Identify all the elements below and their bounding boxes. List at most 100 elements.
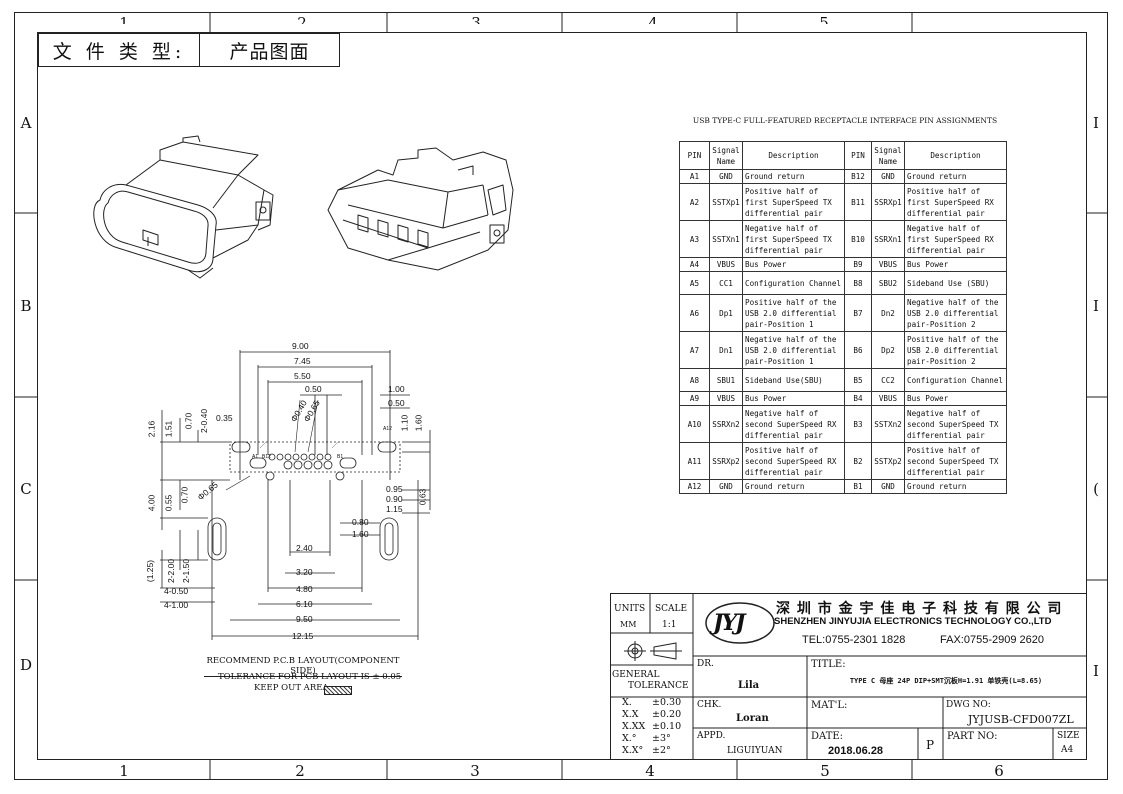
company-name-en: SHENZHEN JINYUJIA ELECTRONICS TECHNOLOGY… [774,616,1052,627]
zone-bottom-1: 1 [119,762,129,780]
cell-signal-a: VBUS [709,391,743,406]
tolerance-format: X.XX [622,721,646,732]
zone-bottom-4: 4 [645,762,655,780]
dim-0-90: 0.90 [386,494,403,504]
cell-description-b: Sideband Use (SBU) [904,271,1007,295]
dim-4-1-00: 4-1.00 [164,600,189,610]
company-tel: TEL:0755-2301 1828 [802,634,906,646]
cell-description-a: Negative half of first SuperSpeed TX dif… [742,220,845,258]
drawing-number-value: JYJUSB-CFD007ZL [968,713,1074,726]
cell-signal-b: SSTXp2 [871,442,905,480]
scale-label: SCALE [655,604,688,614]
header-pin-a: PIN [679,141,710,170]
header-description-b: Description [904,141,1007,170]
cell-pin-a: A10 [679,405,710,443]
tolerance-format: X.° [622,733,637,744]
cell-pin-b: B8 [844,271,872,295]
zone-top-5: 5 [819,14,829,24]
units-label: UNITS [614,604,646,614]
cell-pin-a: A6 [679,294,710,332]
cell-pin-b: B10 [844,220,872,258]
title-value: TYPE C 母座 24P DIP+SMT沉板H=1.91 单铁壳(L=8.65… [849,677,1043,685]
cell-signal-a: Dn1 [709,331,743,369]
zone-right-a: I [1093,114,1099,132]
zone-left-a: A [20,114,32,132]
dim-1-15: 1.15 [386,504,403,514]
size-value: A4 [1061,745,1074,755]
cell-signal-b: SSRXp1 [871,183,905,221]
cell-signal-b: GND [871,169,905,184]
company-fax: FAX:0755-2909 2620 [940,634,1044,646]
cell-description-a: Positive half of the USB 2.0 differentia… [742,294,845,332]
zone-bottom-3: 3 [470,762,480,780]
tolerance-value: ±3° [652,733,671,744]
cell-pin-a: A5 [679,271,710,295]
tolerance-row: X.±0.30 [622,697,681,709]
checked-by-label: CHK. [697,700,722,710]
zone-left-b: B [20,297,32,315]
dim-9-50: 9.50 [296,614,313,624]
dim-4-0-50: 4-0.50 [164,586,189,596]
tolerance-value: ±2° [652,745,671,756]
cell-signal-a: SSRXn2 [709,405,743,443]
title-label: TITLE: [811,659,846,670]
keepout-hatch-swatch [324,686,352,695]
drawing-outer-frame [14,12,1108,780]
cell-signal-a: VBUS [709,257,743,272]
cell-signal-a: SSRXp2 [709,442,743,480]
part-number-label: PART NO: [947,731,998,742]
cell-description-b: Bus Power [904,391,1007,406]
cell-signal-a: GND [709,479,743,494]
dim-1-51: 1.51 [163,420,174,438]
connector-isometric-views [93,135,514,279]
cell-description-a: Negative half of the USB 2.0 differentia… [742,331,845,369]
zone-right-d: I [1093,662,1099,680]
cell-pin-b: B12 [844,169,872,184]
pad-label-a1: A1 [252,454,259,460]
tolerance-format: X.X [622,709,639,720]
cell-pin-a: A8 [679,368,710,392]
pad-label-b1: B1 [337,454,344,460]
dim-9-00: 9.00 [292,341,309,351]
cell-signal-b: Dn2 [871,294,905,332]
date-label: DATE: [811,731,844,742]
cell-pin-a: A2 [679,183,710,221]
company-name-cn: 深 圳 市 金 宇 佳 电 子 科 技 有 限 公 司 [776,601,1063,617]
zone-bottom-2: 2 [295,762,305,780]
cell-description-a: Ground return [742,479,845,494]
cell-description-a: Positive half of first SuperSpeed TX dif… [742,183,845,221]
size-label: SIZE [1057,731,1080,741]
cell-description-b: Positive half of the USB 2.0 differentia… [904,331,1007,369]
dim-0-70-top: 0.70 [183,412,194,430]
cell-description-a: Bus Power [742,391,845,406]
document-type-label: 文 件 类 型: [39,34,200,66]
company-logo: JYJ [713,610,746,636]
cell-pin-b: B4 [844,391,872,406]
cell-pin-b: B3 [844,405,872,443]
cell-pin-a: A9 [679,391,710,406]
general-tolerance-label-1: GENERAL [612,670,660,680]
dim-0-50-right: 0.50 [388,398,405,408]
revision-value: P [926,738,935,752]
cell-signal-b: SSRXn1 [871,220,905,258]
cell-description-a: Ground return [742,169,845,184]
pcb-layout-drawing [160,350,431,640]
dim-2-40: 2.40 [296,543,313,553]
zone-right-b: I [1093,297,1099,315]
cell-signal-a: CC1 [709,271,743,295]
pcb-tolerance-note: TOLERANCE FOR PCB LAYOUT IS ± 0.05 [218,672,402,682]
document-type-value: 产品图面 [229,40,310,63]
cell-pin-a: A4 [679,257,710,272]
cell-signal-a: SSTXn1 [709,220,743,258]
drawn-by-value: Lila [738,680,760,691]
dim-7-45: 7.45 [294,356,311,366]
zone-bottom-6: 6 [994,762,1004,780]
dim-2-16: 2.16 [146,420,157,438]
